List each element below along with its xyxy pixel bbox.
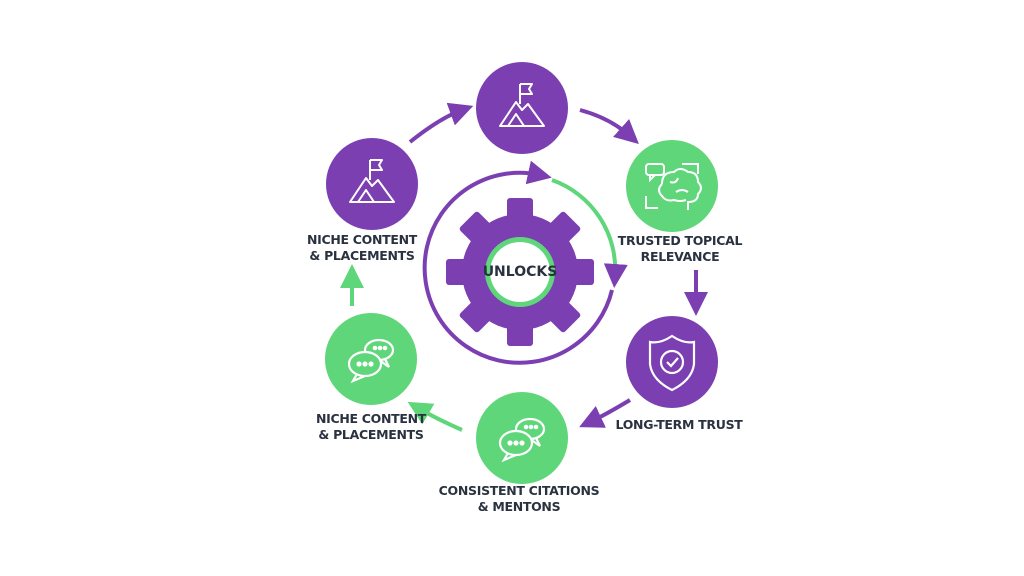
arrow-right-to-bottom xyxy=(579,398,632,428)
arrow-bottom-to-left xyxy=(407,401,463,432)
label-line: CONSISTENT CITATIONS xyxy=(438,483,600,498)
label-line: TRUSTED TOPICAL xyxy=(617,233,743,248)
inner-ring-green xyxy=(551,178,628,288)
label-bottom: CONSISTENT CITATIONS & MENTONS xyxy=(439,483,600,515)
node-top xyxy=(476,62,568,154)
node-bottom xyxy=(476,392,568,484)
label-line: LONG-TERM TRUST xyxy=(615,417,743,432)
arrow-topleft-to-top xyxy=(408,102,474,144)
node-top-right xyxy=(626,140,718,232)
label-line: NICHE CONTENT xyxy=(315,411,427,426)
label-line: RELEVANCE xyxy=(640,249,720,264)
label-top-right: TRUSTED TOPICAL RELEVANCE xyxy=(617,233,743,265)
node-top-left xyxy=(326,138,418,230)
shield-check-icon xyxy=(648,334,696,392)
label-top-left: NICHE CONTENT & PLACEMENTS xyxy=(307,232,417,264)
label-line: & PLACEMENTS xyxy=(318,427,424,442)
label-line: NICHE CONTENT xyxy=(306,232,418,247)
label-left: NICHE CONTENT & PLACEMENTS xyxy=(316,411,426,443)
center-label: UNLOCKS xyxy=(482,264,558,280)
label-line: & PLACEMENTS xyxy=(309,248,415,263)
brain-chat-icon xyxy=(645,163,702,210)
inner-ring-purple xyxy=(422,160,614,365)
label-right: LONG-TERM TRUST xyxy=(615,417,742,433)
arrow-top-to-topright xyxy=(579,108,639,145)
node-left xyxy=(325,313,417,405)
gear-icon xyxy=(446,198,594,346)
label-line: & MENTONS xyxy=(477,499,561,514)
node-right xyxy=(626,316,718,408)
